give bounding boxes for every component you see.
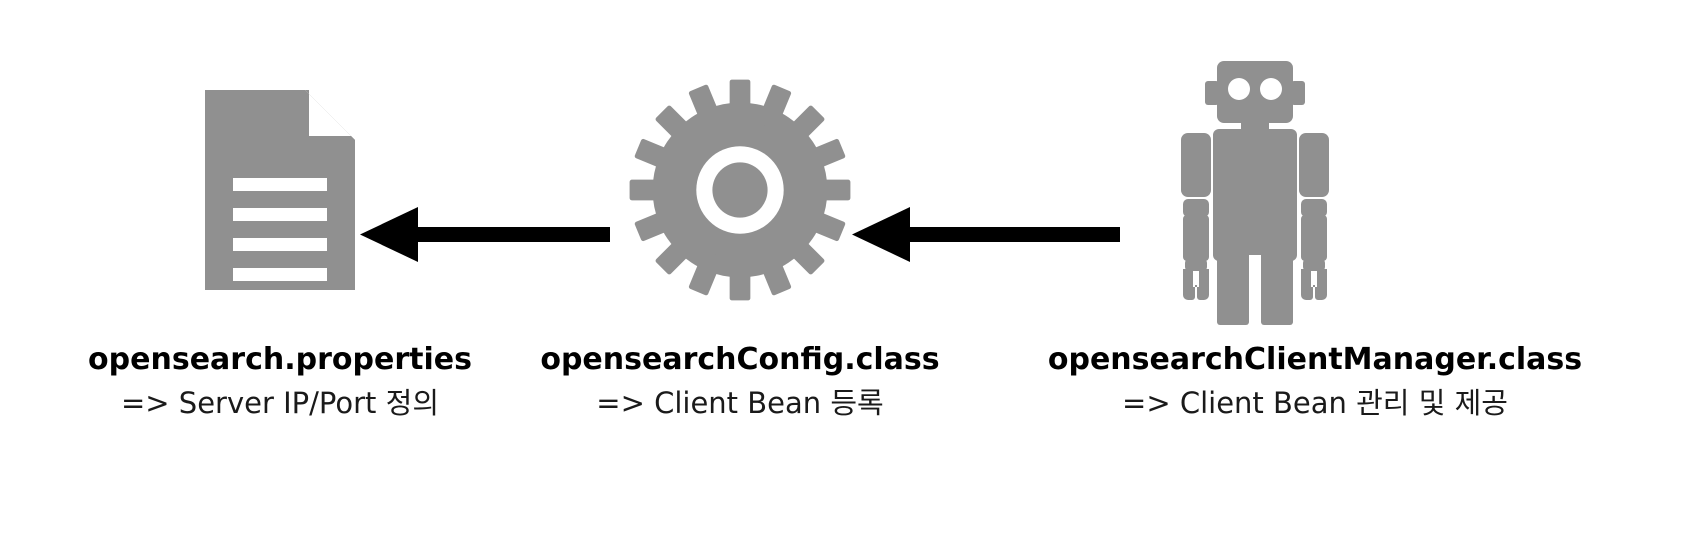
node-title-config: opensearchConfig.class — [540, 342, 940, 377]
robot-icon-area — [975, 40, 1655, 340]
node-opensearch-properties: opensearch.properties => Server IP/Port … — [50, 40, 510, 480]
left-arrow-icon — [852, 207, 1120, 262]
label-group-properties: opensearch.properties => Server IP/Port … — [50, 340, 510, 424]
node-title-manager: opensearchClientManager.class — [1047, 342, 1583, 377]
node-subtitle-properties: => Server IP/Port 정의 — [120, 386, 439, 420]
gear-icon — [629, 79, 851, 301]
left-arrow-icon — [360, 207, 610, 262]
document-icon — [205, 90, 355, 290]
robot-icon — [1181, 60, 1329, 327]
document-icon-area — [50, 40, 510, 340]
node-title-properties: opensearch.properties — [88, 342, 472, 377]
label-group-config: opensearchConfig.class => Client Bean 등록 — [520, 340, 960, 424]
node-opensearch-config: opensearchConfig.class => Client Bean 등록 — [520, 40, 960, 480]
label-group-manager: opensearchClientManager.class => Client … — [975, 340, 1655, 424]
node-subtitle-manager: => Client Bean 관리 및 제공 — [1122, 386, 1508, 420]
arrow-robot-to-gear — [852, 205, 1120, 265]
node-subtitle-config: => Client Bean 등록 — [596, 386, 884, 420]
arrow-gear-to-properties — [360, 205, 610, 265]
gear-icon-area — [520, 40, 960, 340]
node-opensearch-client-manager: opensearchClientManager.class => Client … — [975, 40, 1655, 480]
